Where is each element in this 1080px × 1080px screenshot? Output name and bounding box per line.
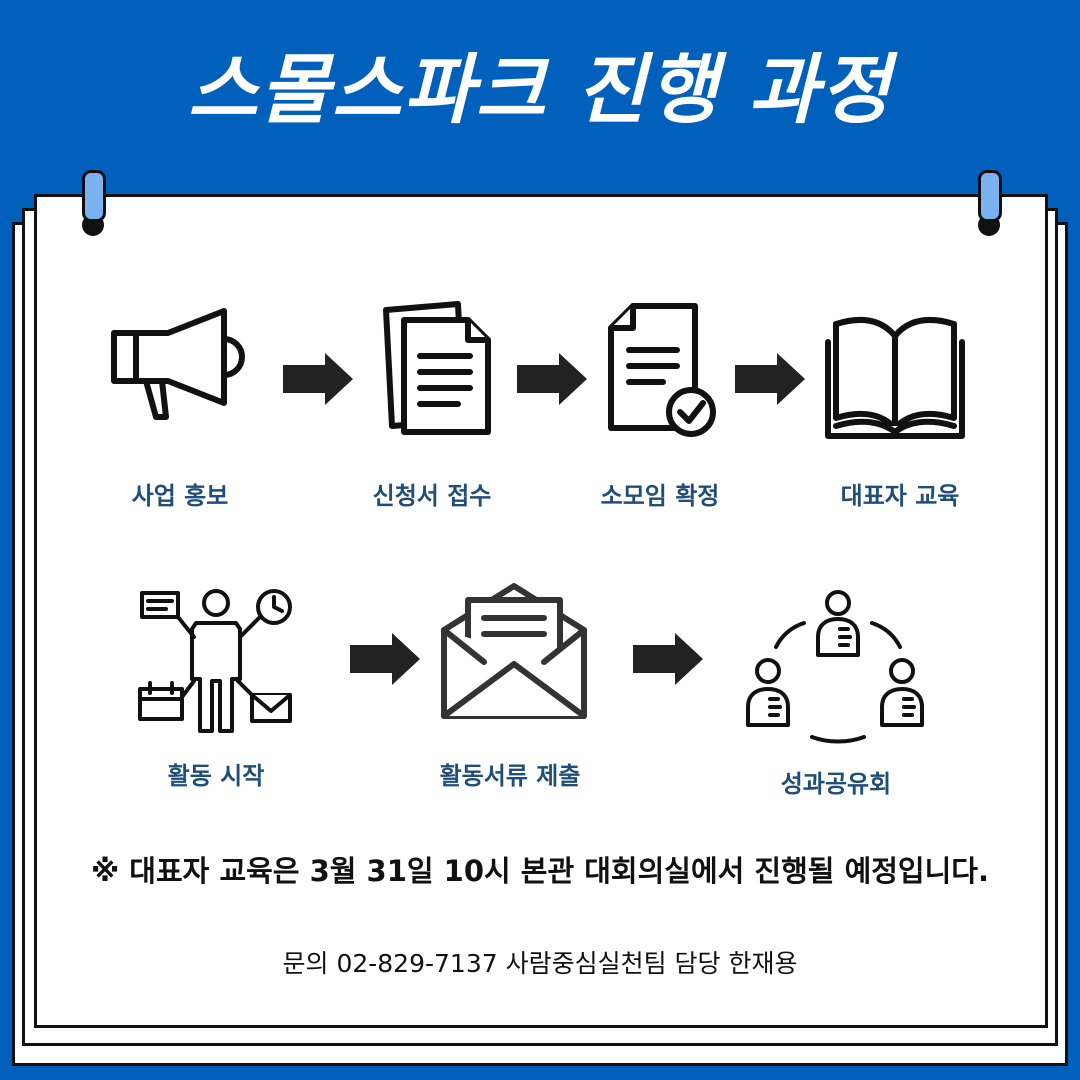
arrow-right-1 [283, 353, 353, 405]
person-activities-icon [138, 589, 292, 733]
arrow-right-3 [735, 353, 805, 405]
page-title: 스몰스파크 진행 과정 [187, 45, 893, 134]
step-label-result-sharing: 성과공유회 [780, 770, 892, 798]
step-label-leader-education: 대표자 교육 [840, 482, 960, 510]
step-label-promotion: 사업 홍보 [131, 482, 229, 510]
document-check-icon [608, 303, 716, 437]
step-label-document-submit: 활동서류 제출 [439, 762, 581, 790]
people-circle-icon [746, 590, 924, 744]
arrow-right-5 [633, 633, 703, 685]
step-label-application: 신청서 접수 [372, 482, 492, 510]
contact-info: 문의 02-829-7137 사람중심실천팀 담당 한재용 [282, 949, 798, 978]
education-notice: ※ 대표자 교육은 3월 31일 10시 본관 대회의실에서 진행될 예정입니다… [91, 854, 989, 888]
step-label-group-confirm: 소모임 확정 [600, 482, 720, 510]
documents-icon [383, 301, 491, 435]
binder-ring-right [978, 170, 1002, 222]
envelope-letter-icon [441, 583, 587, 719]
step-label-activity-start: 활동 시작 [167, 762, 265, 790]
open-book-icon [825, 317, 965, 439]
arrow-right-4 [350, 633, 420, 685]
megaphone-icon [111, 308, 245, 420]
binder-ring-left [82, 170, 106, 222]
arrow-right-2 [517, 353, 587, 405]
